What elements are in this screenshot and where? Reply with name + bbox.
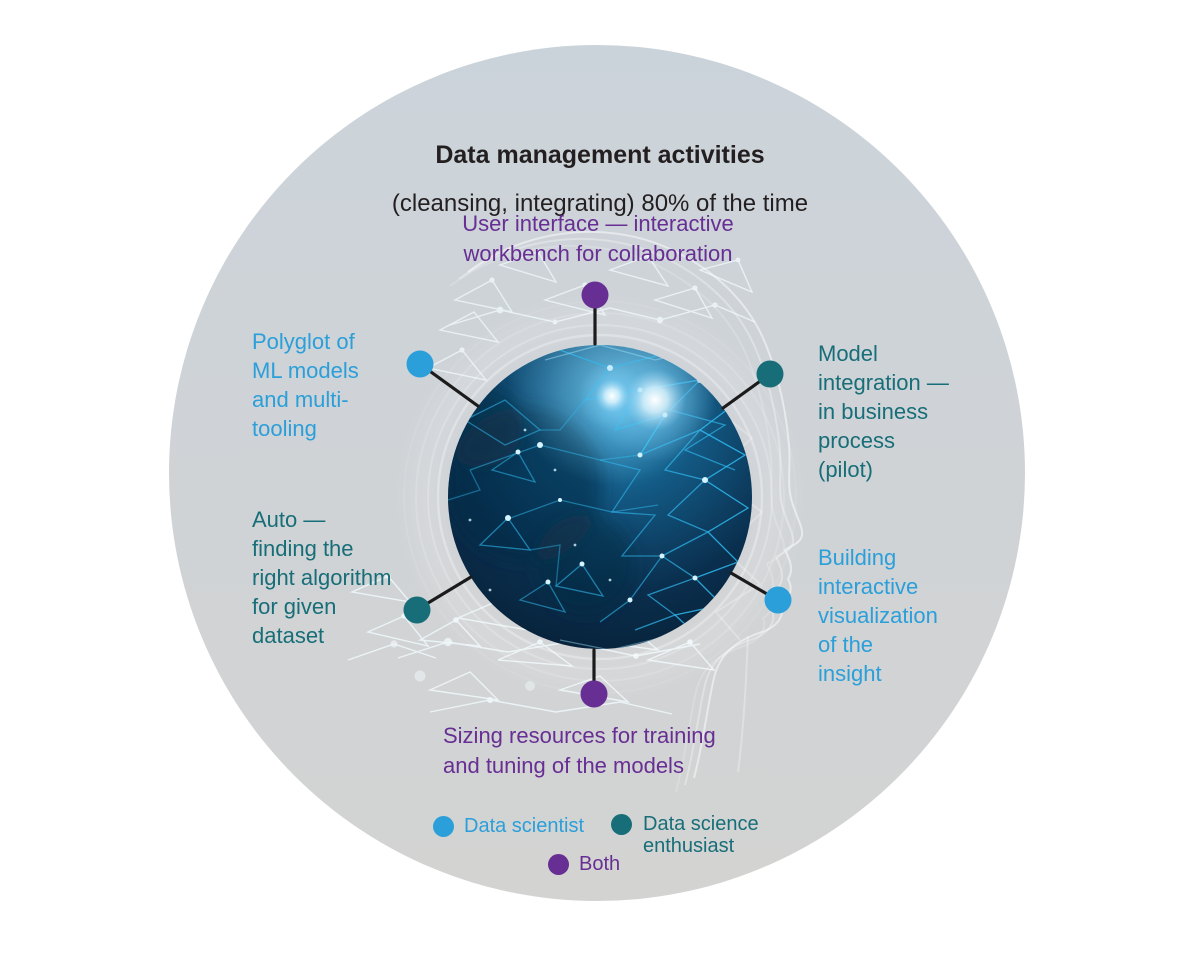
- callout-dot-model-integration: [756, 360, 784, 388]
- diagram-title-block: Data management activities (cleansing, i…: [0, 122, 1200, 237]
- legend-label-data-science-enthusiast: Data science enthusiast: [643, 813, 759, 857]
- halo-ring: [403, 300, 797, 694]
- callout-dot-auto-algorithm: [403, 596, 431, 624]
- callout-dot-sizing-resources: [580, 680, 608, 708]
- callout-label-polyglot: Polyglot of ML models and multi- tooling: [252, 329, 359, 441]
- head-profile-outline: [449, 230, 804, 793]
- legend-dot-both: [548, 854, 569, 875]
- legend-dot-data-scientist: [433, 816, 454, 837]
- callout-label-user-interface: User interface — interactive workbench f…: [462, 211, 734, 266]
- connector-lines: [426, 306, 769, 683]
- connector-line-model-integration: [721, 380, 761, 410]
- legend-label-both: Both: [579, 853, 621, 875]
- page-subtitle: (cleansing, integrating) 80% of the time: [391, 190, 809, 217]
- callout-dot-user-interface: [581, 281, 609, 309]
- callout-label-sizing-resources: Sizing resources for training and tuning…: [443, 723, 716, 778]
- callout-dots: [403, 281, 792, 708]
- callout-label-model-integration: Model integration — in business process …: [818, 341, 949, 482]
- callout-dot-building-visualization: [764, 586, 792, 614]
- legend-dot-data-science-enthusiast: [611, 814, 632, 835]
- callout-label-auto-algorithm: Auto — finding the right algorithm for g…: [252, 507, 392, 648]
- network-globe-illustration: [448, 345, 752, 649]
- legend-label-data-scientist: Data scientist: [464, 815, 585, 837]
- callout-label-building-visualization: Building interactive visualization of th…: [818, 545, 938, 686]
- connector-line-building-visualization: [729, 571, 769, 596]
- page-title: Data management activities: [435, 141, 765, 169]
- connector-line-polyglot: [429, 370, 480, 408]
- connector-line-auto-algorithm: [426, 575, 473, 605]
- callout-dot-polyglot: [406, 350, 434, 378]
